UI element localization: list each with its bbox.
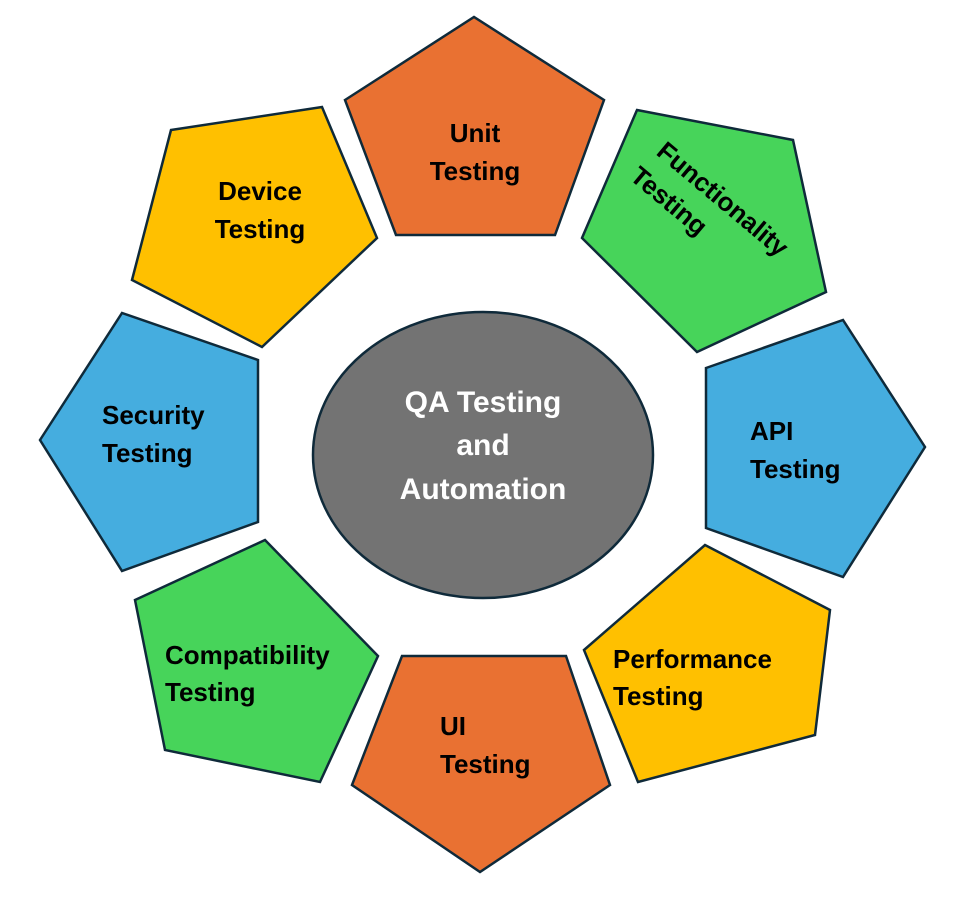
pentagon-functionality [580,108,828,354]
center-hub: QA Testing and Automation [311,310,655,600]
center-line2: and [456,429,509,462]
label-line1: UI [440,711,466,741]
label-line2: Testing [430,156,521,186]
pentagon-compatibility [133,538,380,784]
segment-performance-testing: Performance Testing [582,543,832,784]
segment-device-testing: Device Testing [130,105,379,349]
segment-unit-testing: Unit Testing [343,15,606,237]
center-line1: QA Testing [405,386,562,419]
label-line2: Testing [613,681,704,711]
label-line2: Testing [750,454,841,484]
pentagon-api [704,318,927,579]
label-line2: Testing [165,677,256,707]
label-line1: Device [218,176,302,206]
label-line2: Testing [440,749,531,779]
label-line1: Performance [613,644,772,674]
segment-security-testing: Security Testing [38,311,260,573]
label-line1: Security [102,400,205,430]
center-line3: Automation [400,473,567,506]
pentagon-security [38,311,260,573]
pentagon-ui [350,654,612,874]
label-line1: API [750,416,793,446]
center-ellipse [311,310,655,600]
pentagon-unit [343,15,606,237]
label-line2: Testing [102,438,193,468]
pentagon-performance [582,543,832,784]
pentagon-device [130,105,379,349]
segment-ui-testing: UI Testing [350,654,612,874]
segment-compatibility-testing: Compatibility Testing [133,538,380,784]
segment-functionality-testing: Functionality Testing [580,108,828,354]
segment-api-testing: API Testing [704,318,927,579]
label-line1: Unit [450,118,501,148]
label-line2: Testing [215,214,306,244]
label-line1: Compatibility [165,640,330,670]
